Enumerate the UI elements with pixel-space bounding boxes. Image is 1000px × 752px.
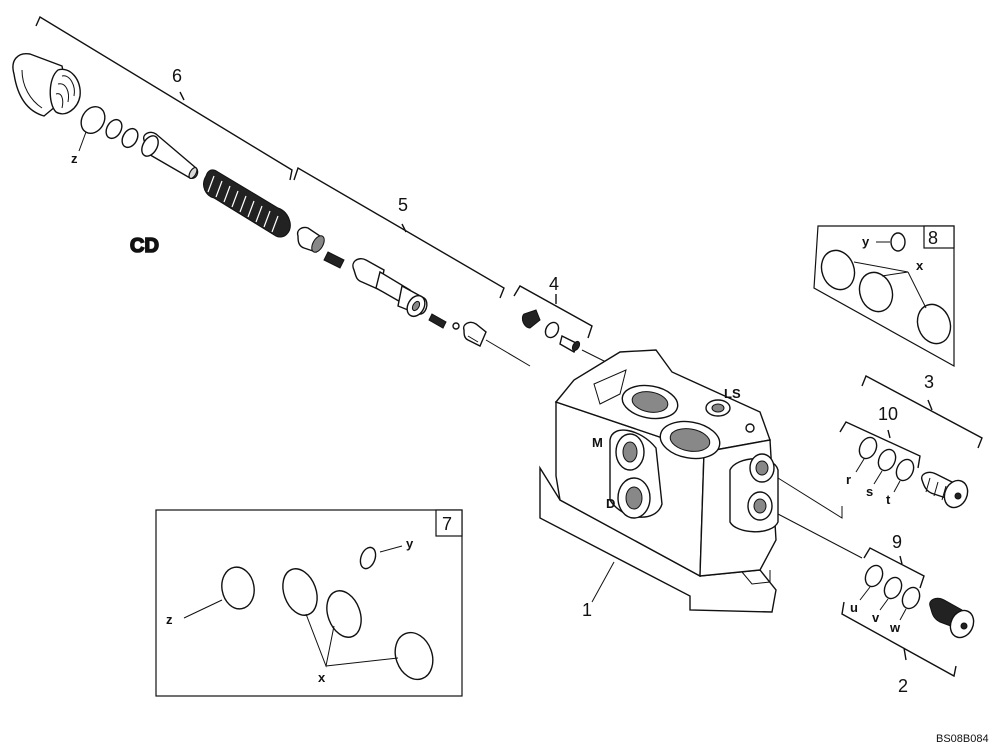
- kit7-letter-x: x: [318, 670, 326, 685]
- callout-5: 5: [398, 195, 408, 215]
- kit-8-box: [813, 225, 955, 368]
- axis-line-3: [777, 477, 843, 519]
- end-cap-part: [12, 53, 81, 117]
- o-ring-z: [80, 105, 106, 135]
- ball-part: [452, 322, 460, 330]
- small-spring-2-part: [428, 313, 447, 329]
- plunger-part: [141, 131, 199, 180]
- seal-letter-t: t: [886, 492, 891, 507]
- port-label-ls: LS: [724, 386, 741, 401]
- callout-6: 6: [172, 66, 182, 86]
- small-o-rings: [105, 118, 139, 149]
- seal-letter-s: s: [866, 484, 873, 499]
- callout-6-bracket: [35, 15, 293, 181]
- guide-part: [296, 226, 325, 253]
- callout-4: 4: [549, 274, 559, 294]
- callout-3-bracket: [861, 375, 983, 449]
- spool-part: [352, 258, 428, 318]
- axis-line-4: [581, 349, 607, 363]
- callout-2: 2: [898, 676, 908, 696]
- spring-part: [203, 169, 291, 238]
- group-label-cd: CD: [130, 235, 159, 257]
- callout-4-bracket: [513, 285, 593, 339]
- leader-z-main: [78, 131, 87, 152]
- port-label-d: D: [606, 496, 615, 511]
- callout-9: 9: [892, 532, 902, 552]
- callout-1: 1: [582, 600, 592, 620]
- seal-letter-z-main: z: [71, 151, 78, 166]
- valve-body: [539, 349, 779, 613]
- kit-7-box: [155, 509, 463, 697]
- axis-line-5: [485, 339, 531, 367]
- callout-2-bracket: [841, 601, 957, 678]
- kit8-letter-x: x: [916, 258, 924, 273]
- part-4-plug: [521, 309, 581, 353]
- kit-10-bracket: [839, 421, 921, 469]
- callout-7: 7: [442, 514, 452, 534]
- axis-line-2: [777, 513, 863, 559]
- seal-letter-v: v: [872, 610, 880, 625]
- callout-8: 8: [928, 228, 938, 248]
- plug-2-part: [929, 597, 975, 639]
- kit-9-bracket: [863, 547, 925, 589]
- seat-part: [463, 321, 487, 347]
- port-label-m: M: [592, 435, 603, 450]
- seals-u-v-w: [859, 564, 921, 621]
- kit7-letter-y: y: [406, 536, 414, 551]
- callout-3: 3: [924, 372, 934, 392]
- small-spring-part: [323, 251, 345, 269]
- plug-3-part: [921, 471, 969, 509]
- callout-10: 10: [878, 404, 898, 424]
- seal-letter-w: w: [889, 620, 901, 635]
- seals-r-s-t: [855, 436, 915, 493]
- seal-letter-u: u: [850, 600, 858, 615]
- drawing-code: BS08B084: [936, 733, 989, 745]
- kit8-letter-y: y: [862, 234, 870, 249]
- kit7-letter-z: z: [166, 612, 173, 627]
- leader-1: [591, 561, 615, 603]
- seal-letter-r: r: [846, 472, 851, 487]
- callout-5-bracket: [293, 166, 505, 299]
